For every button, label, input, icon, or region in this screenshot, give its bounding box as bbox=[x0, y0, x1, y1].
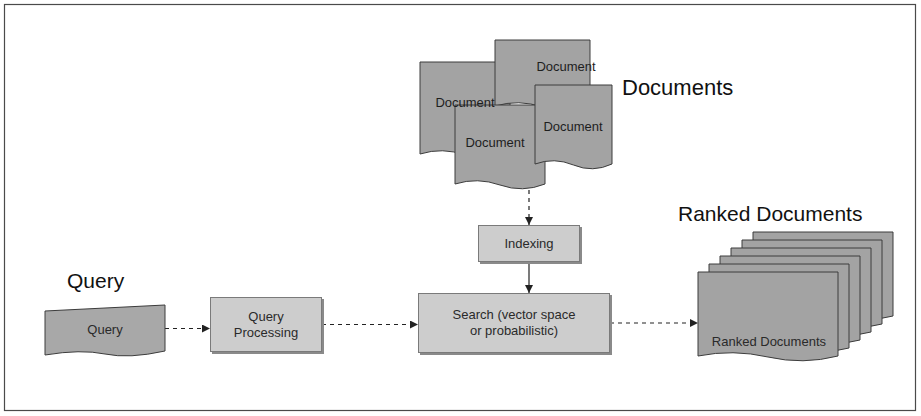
flow-arrow bbox=[610, 322, 698, 323]
flow-arrow bbox=[528, 262, 529, 293]
flow-arrow bbox=[322, 324, 418, 325]
process-box: Query Processing bbox=[210, 297, 322, 352]
stack-heading: Ranked Documents bbox=[678, 202, 862, 226]
ranked-page bbox=[698, 272, 838, 361]
node-label: Query Processing bbox=[224, 309, 308, 341]
page-label: Document bbox=[536, 59, 595, 75]
node-label: Search (vector space or probabilistic) bbox=[452, 307, 576, 339]
process-box: Search (vector space or probabilistic) bbox=[418, 293, 610, 353]
flow-arrow bbox=[165, 328, 210, 329]
document-page bbox=[535, 85, 612, 169]
process-box: Indexing bbox=[478, 225, 580, 262]
ranked-stack: Ranked DocumentsRanked Documents bbox=[698, 232, 895, 362]
query-outline bbox=[45, 305, 165, 356]
flow-arrow bbox=[528, 190, 529, 225]
page-label: Document bbox=[435, 95, 494, 111]
node-label: Ranked Documents bbox=[698, 272, 838, 356]
document-page bbox=[455, 105, 545, 189]
stack-heading: Documents bbox=[622, 76, 733, 100]
node-label: Query bbox=[45, 322, 165, 338]
query-shape: QueryQuery bbox=[45, 305, 165, 357]
page-label: Document bbox=[465, 135, 524, 151]
frame-border bbox=[5, 5, 916, 411]
node-label: Indexing bbox=[504, 236, 553, 252]
page-label: Document bbox=[543, 119, 602, 135]
stack-heading: Query bbox=[67, 269, 124, 293]
